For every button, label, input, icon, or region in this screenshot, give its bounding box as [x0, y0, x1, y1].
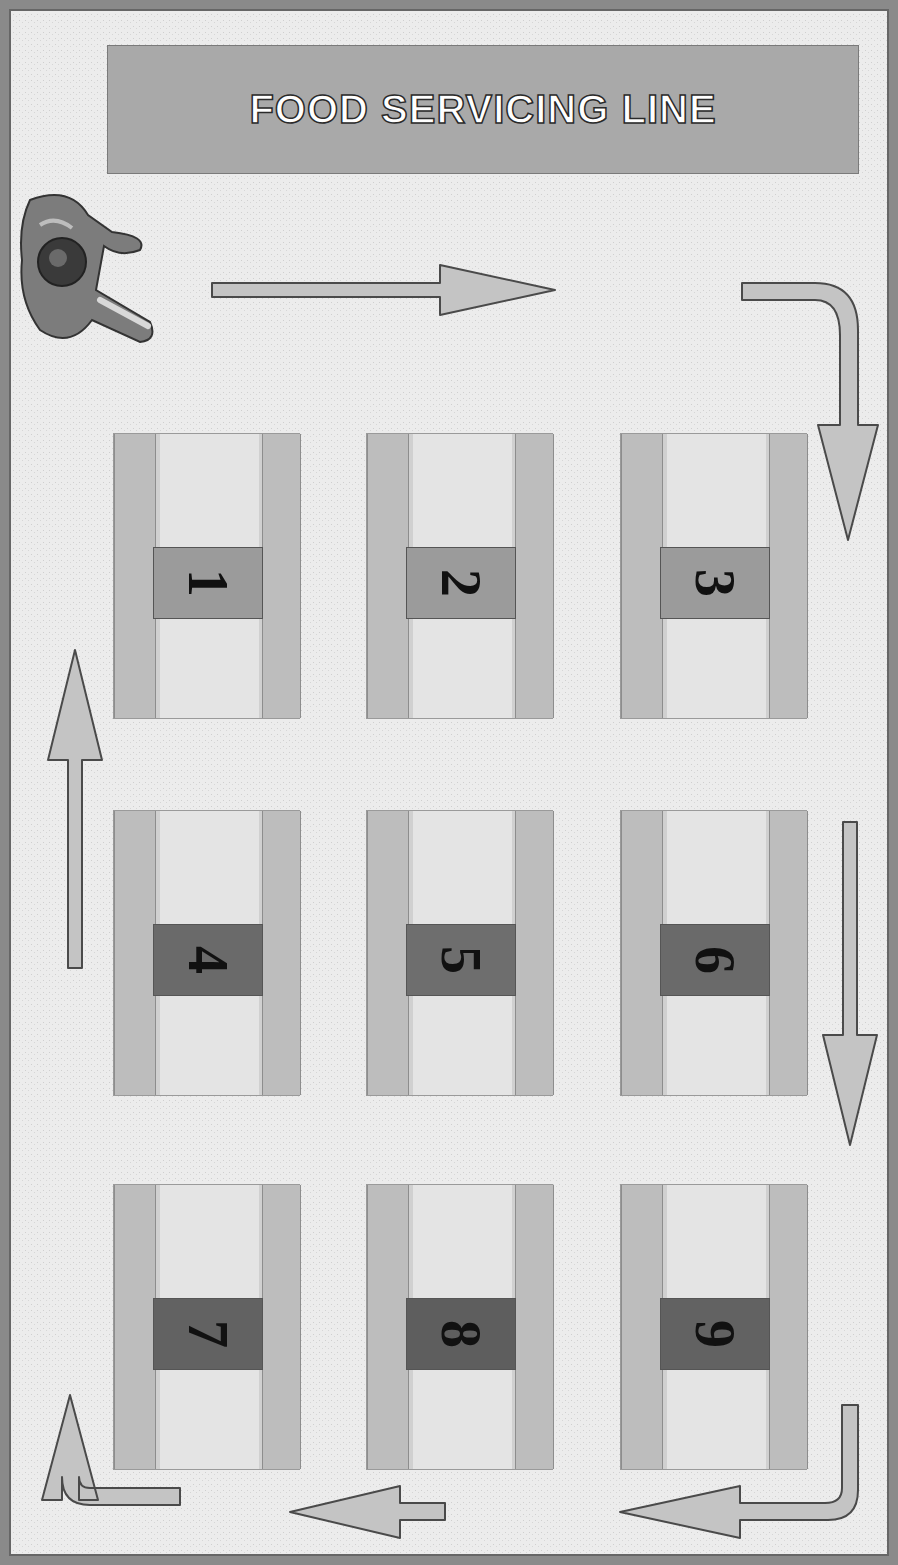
table-number: 3 [687, 569, 743, 597]
title-banner: FOOD SERVICING LINE [107, 45, 859, 174]
table-number: 7 [180, 1320, 236, 1348]
table-strip [769, 1185, 808, 1469]
table-number: 8 [433, 1320, 489, 1348]
table-number-plate: 1 [153, 547, 263, 619]
table-number-plate: 8 [406, 1298, 516, 1370]
table-number-plate: 7 [153, 1298, 263, 1370]
serving-table: 6 [620, 810, 807, 1096]
flow-arrow [823, 822, 877, 1145]
serving-table: 9 [620, 1184, 807, 1470]
serving-table: 5 [366, 810, 553, 1096]
table-strip [515, 1185, 554, 1469]
table-strip [262, 1185, 301, 1469]
serving-table: 4 [113, 810, 300, 1096]
table-strip [114, 1185, 156, 1469]
serving-table: 8 [366, 1184, 553, 1470]
table-number: 2 [433, 569, 489, 597]
table-number: 6 [687, 946, 743, 974]
flow-arrow [290, 1486, 445, 1538]
floor [10, 10, 888, 1555]
table-strip [621, 1185, 663, 1469]
title-text: FOOD SERVICING LINE [249, 87, 716, 132]
table-strip [621, 434, 663, 718]
serving-table: 2 [366, 433, 553, 719]
table-number: 5 [433, 946, 489, 974]
flow-arrow [48, 650, 102, 968]
table-number: 4 [180, 946, 236, 974]
table-strip [515, 811, 554, 1095]
table-number-plate: 6 [660, 924, 770, 996]
table-strip [262, 434, 301, 718]
serving-table: 1 [113, 433, 300, 719]
table-strip [367, 1185, 409, 1469]
table-strip [769, 434, 808, 718]
table-number: 9 [687, 1320, 743, 1348]
table-number-plate: 3 [660, 547, 770, 619]
table-strip [262, 811, 301, 1095]
table-number: 1 [180, 569, 236, 597]
table-strip [769, 811, 808, 1095]
person-illustration [21, 195, 152, 342]
table-number-plate: 9 [660, 1298, 770, 1370]
table-strip [367, 811, 409, 1095]
table-number-plate: 5 [406, 924, 516, 996]
table-number-plate: 2 [406, 547, 516, 619]
table-strip [114, 434, 156, 718]
serving-table: 7 [113, 1184, 300, 1470]
flow-arrow [212, 265, 555, 315]
table-strip [515, 434, 554, 718]
table-strip [114, 811, 156, 1095]
table-number-plate: 4 [153, 924, 263, 996]
table-strip [367, 434, 409, 718]
serving-table: 3 [620, 433, 807, 719]
table-strip [621, 811, 663, 1095]
